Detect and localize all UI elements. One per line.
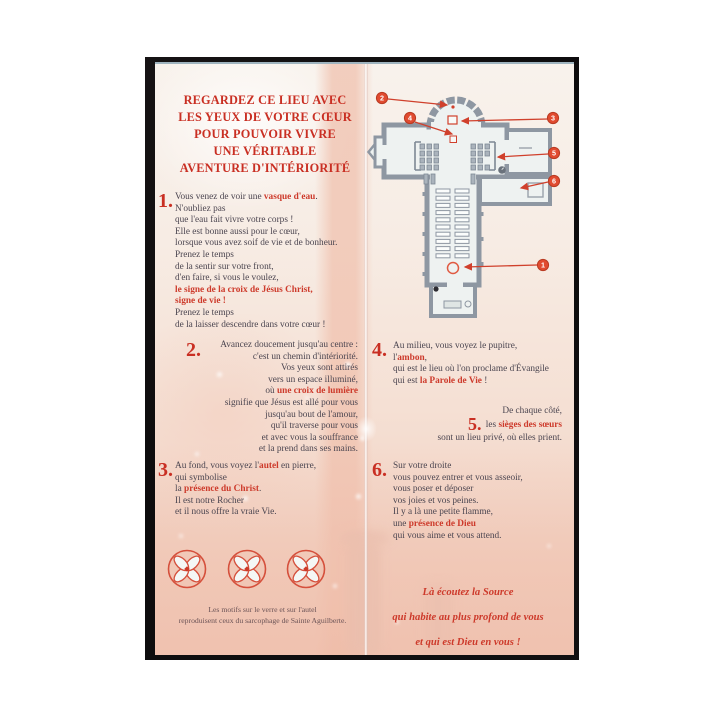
fold-crease [355, 416, 377, 442]
motif-rosette [167, 549, 207, 589]
motif-caption: Les motifs sur le verre et sur l'autel r… [160, 604, 365, 626]
church-floor-plan: 2 3 4 5 6 1 [366, 91, 561, 318]
plan-apse-dot [451, 105, 455, 109]
bokeh-dot [345, 362, 351, 368]
title-line: LES YEUX DE VOTRE CŒUR [178, 110, 352, 124]
faint-pillar-image [423, 584, 453, 655]
plan-buttresses [422, 192, 484, 276]
plan-room-upper-right [505, 128, 552, 176]
title-line: POUR POUVOIR VIVRE [194, 127, 336, 141]
plan-opening [430, 173, 476, 181]
caption-line: reproduisent ceux du sarcophage de Saint… [178, 616, 347, 625]
motif-rosettes [167, 549, 326, 589]
plan-opening [447, 281, 463, 289]
svg-text:5: 5 [552, 149, 556, 158]
motif-rosette [227, 549, 267, 589]
svg-text:4: 4 [408, 114, 412, 123]
plan-spiral-detail [501, 167, 505, 171]
plan-marker-4: 4 [403, 111, 417, 125]
plan-pews [435, 188, 470, 259]
section-2-text: Avancez doucement jusqu'au centre :c'est… [220, 340, 358, 455]
plan-marker-2: 2 [375, 91, 389, 105]
plan-altar [447, 115, 458, 125]
svg-text:1: 1 [541, 261, 545, 270]
bokeh-dot [305, 396, 309, 400]
section-4-text: Au milieu, vous voyez le pupitre,l'ambon… [393, 341, 549, 386]
plan-narthex-item [443, 300, 462, 309]
bokeh-dot [277, 414, 281, 418]
section-1-text: Vous venez de voir une vasque d'eau.N'ou… [175, 192, 338, 330]
bokeh-dot [356, 494, 361, 499]
plan-opening [431, 122, 481, 131]
plan-porch-apse [366, 140, 377, 164]
finale-line: qui habite au plus profond de vous [392, 612, 544, 623]
bokeh-dot [333, 584, 337, 588]
fold-line [364, 64, 368, 655]
plan-marker-6: 6 [547, 174, 561, 188]
caption-line: Les motifs sur le verre et sur l'autel [208, 605, 317, 614]
section-4-number: 4. [372, 339, 387, 361]
motif-rosette [286, 549, 326, 589]
closing-invitation: Là écoutez la Source qui habite au plus … [368, 580, 568, 655]
plan-nave [424, 174, 482, 288]
finale-line: Là écoutez la Source [422, 587, 514, 598]
finale-line: et qui est Dieu en vous ! [415, 637, 521, 648]
plan-ambon [449, 135, 457, 143]
bokeh-dot [179, 534, 183, 538]
plan-opening [504, 140, 510, 164]
plan-vasque [446, 261, 460, 275]
plan-choir-stalls-right [470, 141, 496, 185]
bokeh-dot [547, 544, 551, 548]
bokeh-dot [217, 372, 222, 377]
pamphlet-page: REGARDEZ CE LIEU AVEC LES YEUX DE VOTRE … [155, 62, 574, 655]
plan-opening [381, 145, 387, 159]
page-title: REGARDEZ CE LIEU AVEC LES YEUX DE VOTRE … [169, 92, 361, 177]
title-line: UNE VÉRITABLE [213, 144, 317, 158]
plan-arrows [387, 98, 549, 271]
plan-room-lower-right [478, 175, 552, 206]
plan-narthex-circle [464, 300, 472, 308]
plan-marker-5: 5 [547, 146, 561, 160]
svg-text:6: 6 [552, 177, 556, 186]
plan-marker-3: 3 [546, 111, 560, 125]
svg-text:2: 2 [380, 94, 384, 103]
bokeh-dot [195, 452, 199, 456]
plan-choir-stalls-left [414, 141, 439, 185]
section-1-number: 1. [158, 190, 173, 212]
section-6-number: 6. [372, 459, 387, 481]
title-line: AVENTURE D'INTÉRIORITÉ [179, 161, 351, 175]
photograph-background: REGARDEZ CE LIEU AVEC LES YEUX DE VOTRE … [145, 57, 579, 660]
svg-text:3: 3 [551, 114, 555, 123]
section-3-number: 3. [158, 459, 173, 481]
bokeh-dot [395, 620, 399, 624]
plan-marker-1: 1 [536, 258, 550, 272]
title-line: REGARDEZ CE LIEU AVEC [183, 93, 347, 107]
plan-font-dot [433, 286, 439, 292]
bokeh-dot [243, 496, 248, 501]
section-3-text: Au fond, vous voyez l'autel en pierre,qu… [175, 461, 317, 518]
